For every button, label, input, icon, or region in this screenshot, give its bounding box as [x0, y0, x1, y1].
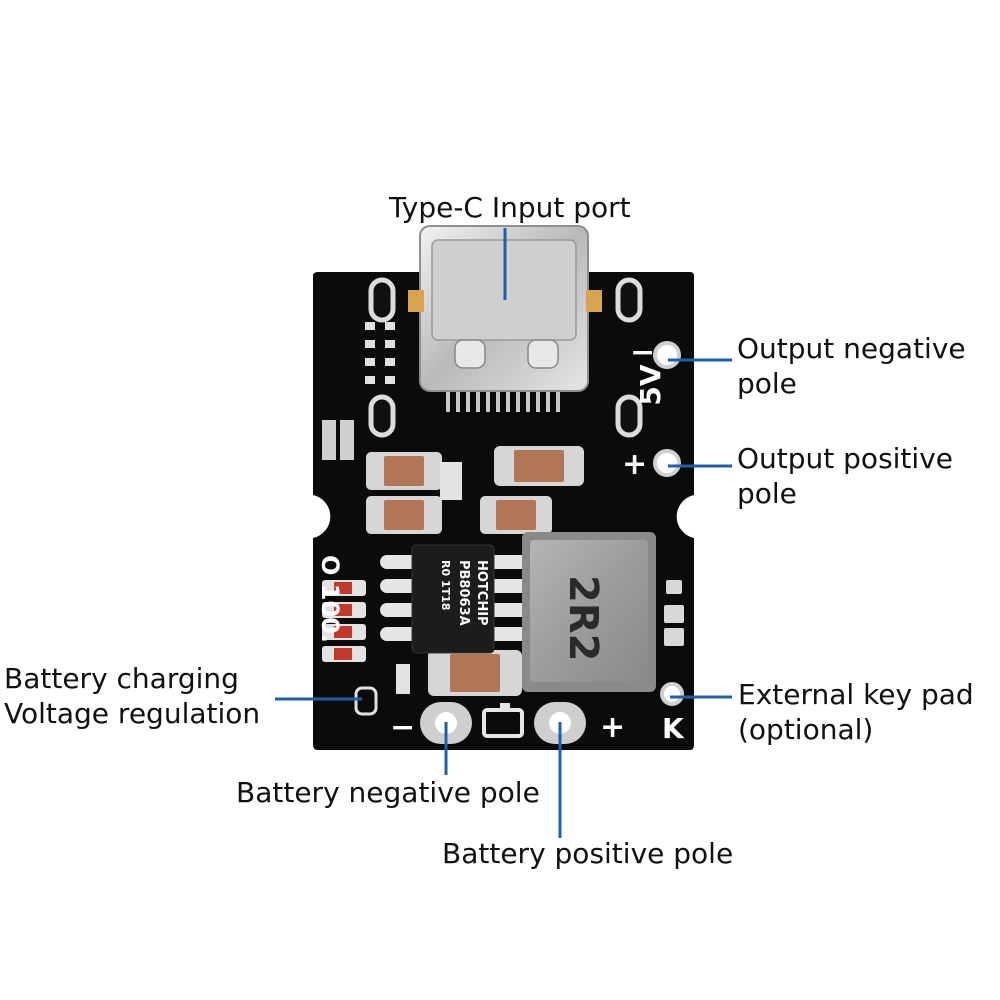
silk-k: K: [662, 712, 685, 745]
label-output-negative-line2: pole: [737, 367, 797, 400]
silk-left-vertical: O 100.: [316, 555, 344, 643]
label-charging-line1: Battery charging: [4, 662, 239, 695]
chip-marking-2: PB8063A: [456, 560, 471, 626]
label-battery-positive-text: Battery positive pole: [442, 837, 734, 870]
charge-voltage-pad: [354, 686, 378, 716]
capacitors: [366, 446, 584, 696]
label-charging-voltage: Battery charging Voltage regulation: [4, 661, 260, 731]
label-battery-negative-text: Battery negative pole: [236, 776, 540, 809]
leader-lines: [275, 228, 732, 838]
label-output-positive: Output positive pole: [737, 441, 953, 511]
label-type-c: Type-C Input port: [389, 190, 631, 225]
silk-plus-top: +: [622, 447, 647, 482]
mounting-slots: [368, 277, 643, 438]
silk-plus-bottom: +: [600, 710, 625, 745]
chip-marking-3: R0 1T18: [439, 560, 452, 610]
label-output-positive-line1: Output positive: [737, 442, 953, 475]
label-charging-line2: Voltage regulation: [4, 697, 261, 730]
label-battery-positive: Battery positive pole: [442, 836, 733, 871]
smd-right: [664, 580, 684, 646]
label-output-negative: Output negative pole: [737, 331, 966, 401]
chip-marking-1: HOTCHIP: [474, 560, 489, 626]
inductor-marking: 2R2: [560, 575, 606, 661]
label-type-c-text: Type-C Input port: [389, 191, 631, 224]
label-external-key-line2: (optional): [738, 713, 874, 746]
silk-5v: 5V: [634, 364, 667, 405]
status-leds: [322, 580, 410, 694]
silk-minus-top: −: [630, 335, 655, 370]
label-external-key-line1: External key pad: [738, 678, 974, 711]
label-output-positive-line2: pole: [737, 477, 797, 510]
controller-ic: HOTCHIP PB8063A R0 1T18: [380, 544, 530, 654]
output-pads: [653, 341, 684, 706]
label-external-key: External key pad (optional): [738, 677, 974, 747]
label-battery-negative: Battery negative pole: [236, 775, 540, 810]
silk-minus-bottom: −: [390, 710, 415, 745]
label-output-negative-line1: Output negative: [737, 332, 966, 365]
smd-resistors-left: [322, 322, 395, 460]
inductor: 2R2: [522, 532, 656, 692]
